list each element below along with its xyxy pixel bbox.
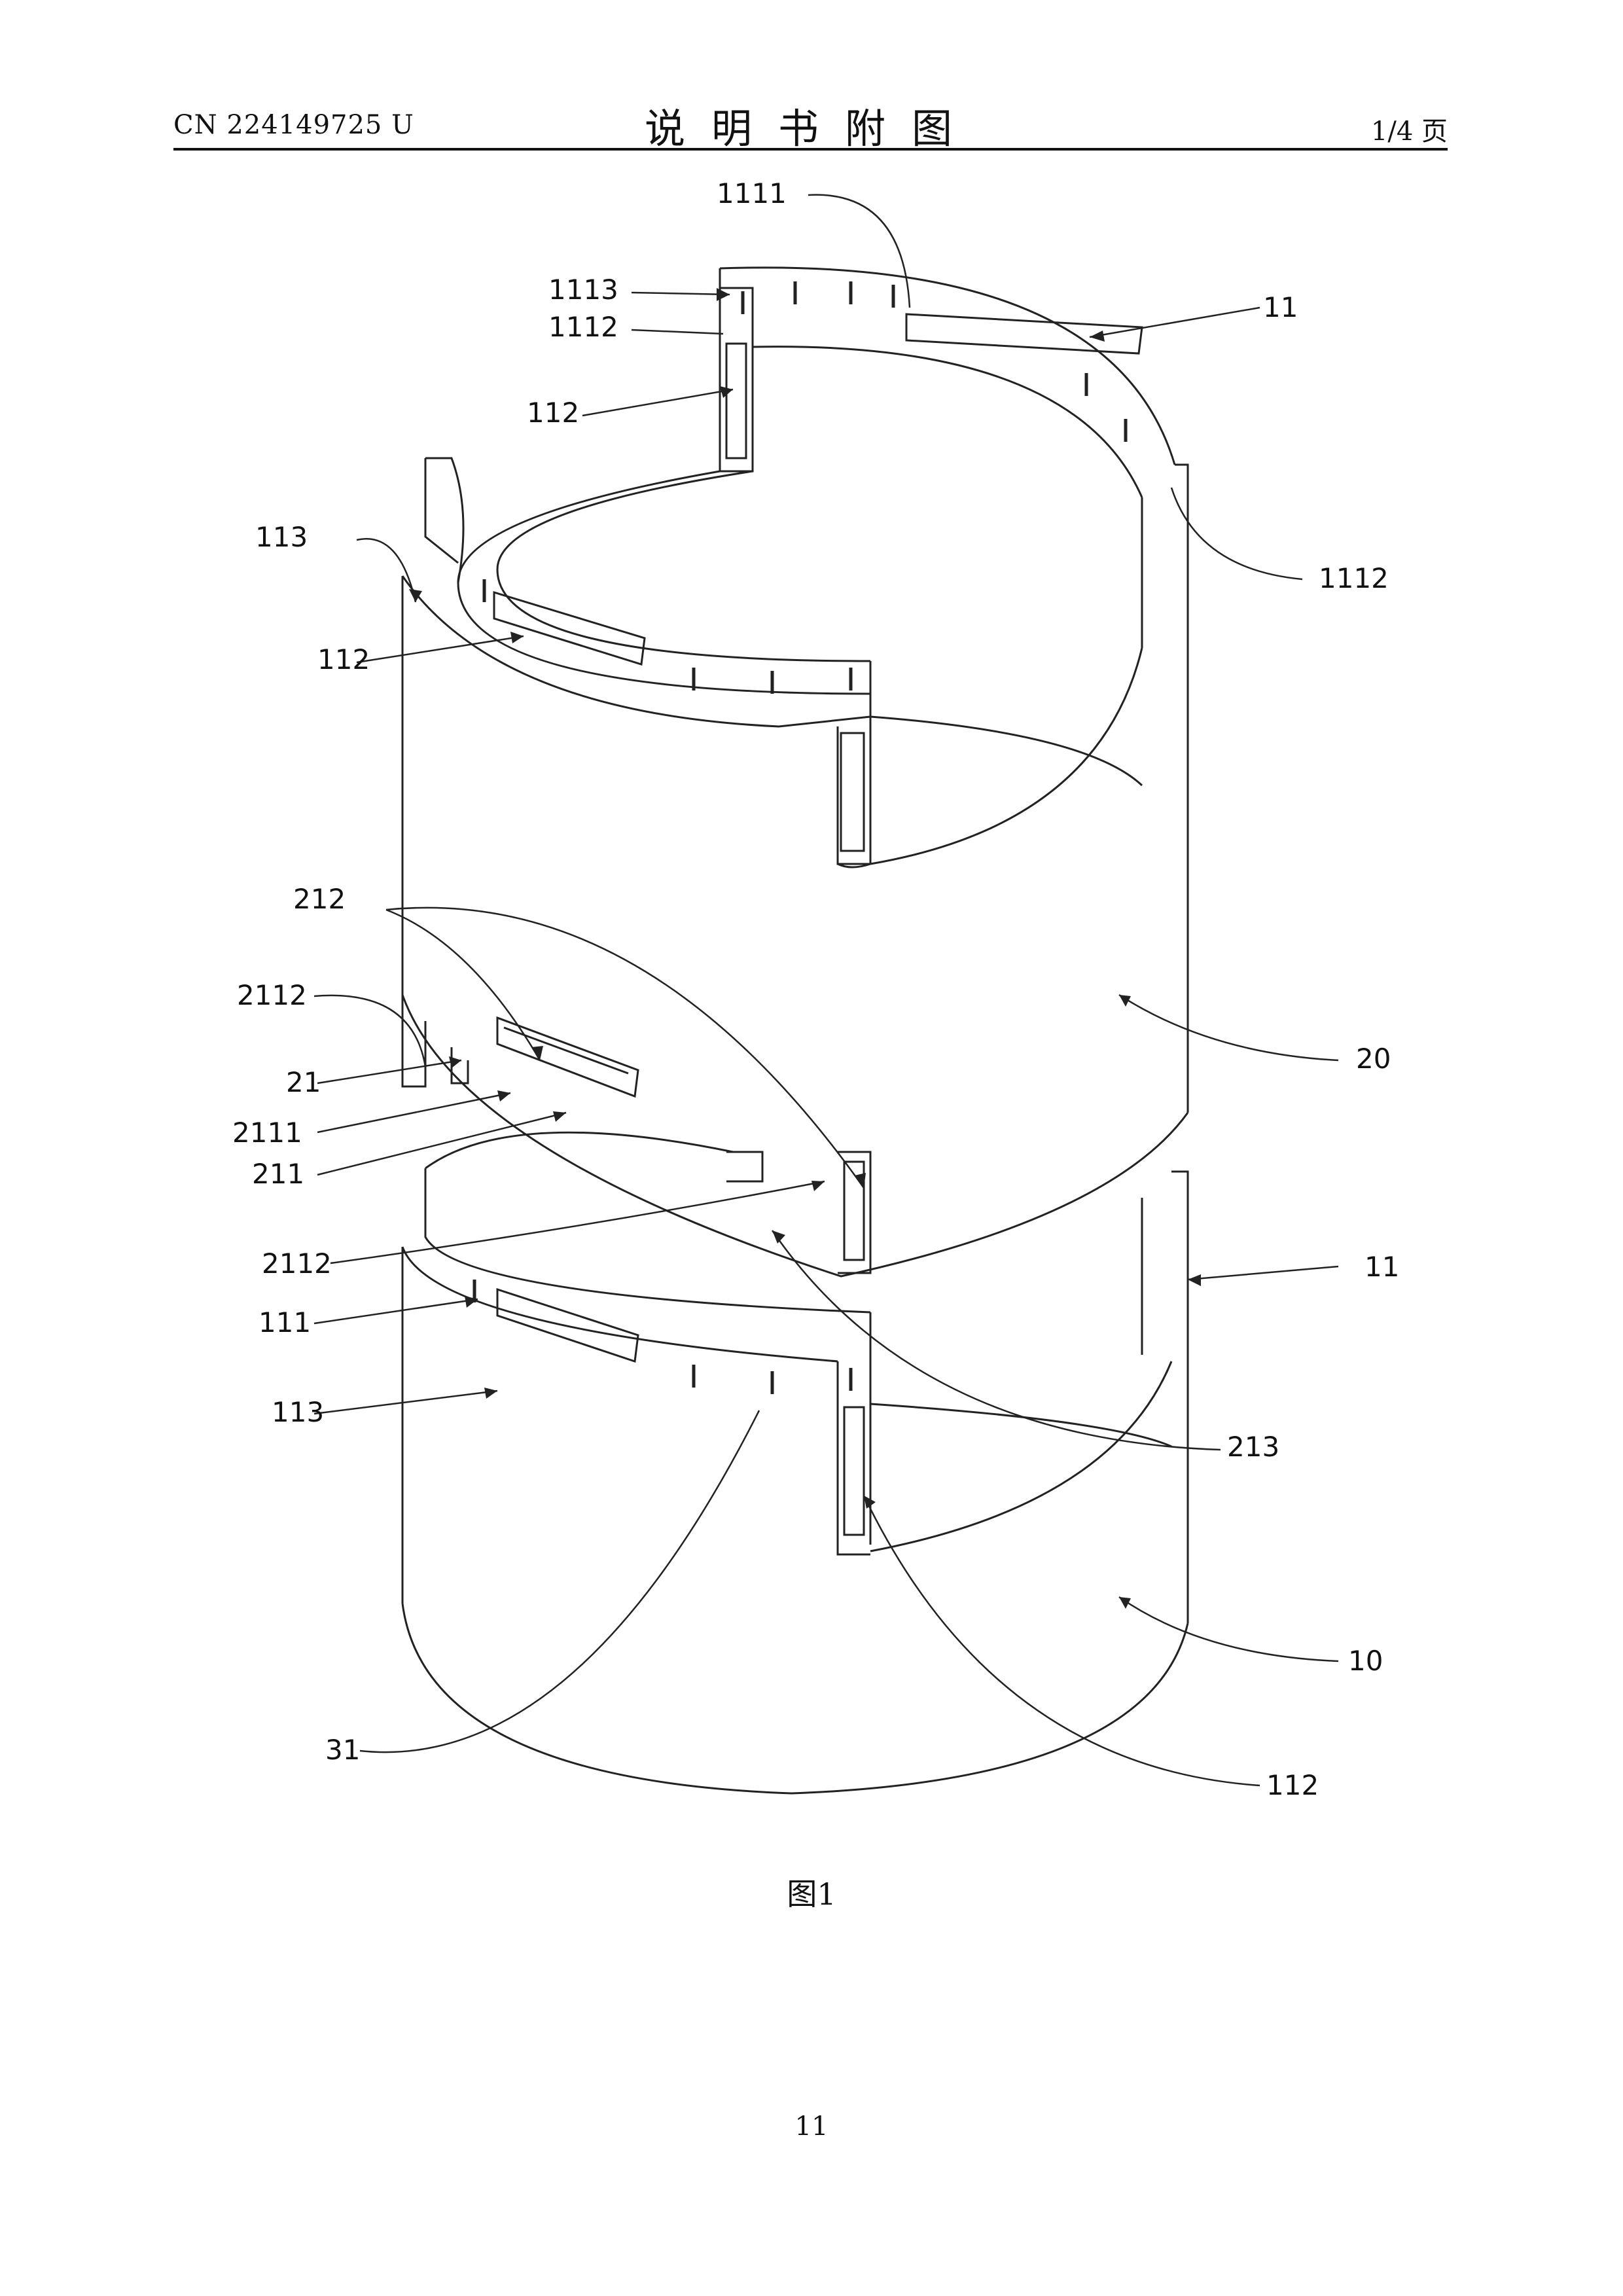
label-10: 10 — [1348, 1645, 1383, 1677]
label-31: 31 — [325, 1734, 360, 1766]
label-2112-lower: 2112 — [262, 1247, 332, 1280]
figure-caption: 图1 — [0, 1871, 1623, 1914]
label-211: 211 — [252, 1158, 304, 1190]
label-21: 21 — [286, 1066, 321, 1098]
label-213: 213 — [1227, 1431, 1279, 1463]
middle-ring — [402, 972, 870, 1273]
arrow-heads — [409, 288, 1201, 1609]
tick-marks-lower — [474, 1280, 851, 1394]
page-number: 11 — [0, 2111, 1623, 2142]
label-113-upper: 113 — [255, 521, 308, 553]
label-212: 212 — [293, 883, 346, 915]
label-11-mid: 11 — [1364, 1251, 1399, 1283]
label-112-top: 112 — [527, 397, 579, 429]
label-1112-right: 1112 — [1319, 562, 1389, 594]
label-1112-top: 1112 — [548, 311, 618, 343]
label-20: 20 — [1356, 1043, 1391, 1075]
label-11-top: 11 — [1263, 291, 1298, 323]
label-2111: 2111 — [232, 1117, 302, 1149]
label-112-bottom: 112 — [1266, 1769, 1319, 1801]
lower-ring — [402, 1132, 1188, 1554]
tick-marks-top — [484, 281, 1126, 694]
label-111: 111 — [259, 1306, 311, 1338]
label-113-lower: 113 — [272, 1396, 324, 1428]
upper-cylinder-body — [402, 576, 1188, 1276]
reference-labels: 1111 1113 1112 112 11 113 1112 112 212 2… — [232, 177, 1399, 1801]
leader-lines — [314, 195, 1338, 1785]
label-2112-upper: 2112 — [237, 979, 307, 1011]
top-ring — [425, 268, 1188, 867]
label-1113: 1113 — [548, 274, 618, 306]
label-112-mid: 112 — [317, 643, 370, 675]
label-1111: 1111 — [717, 177, 787, 209]
